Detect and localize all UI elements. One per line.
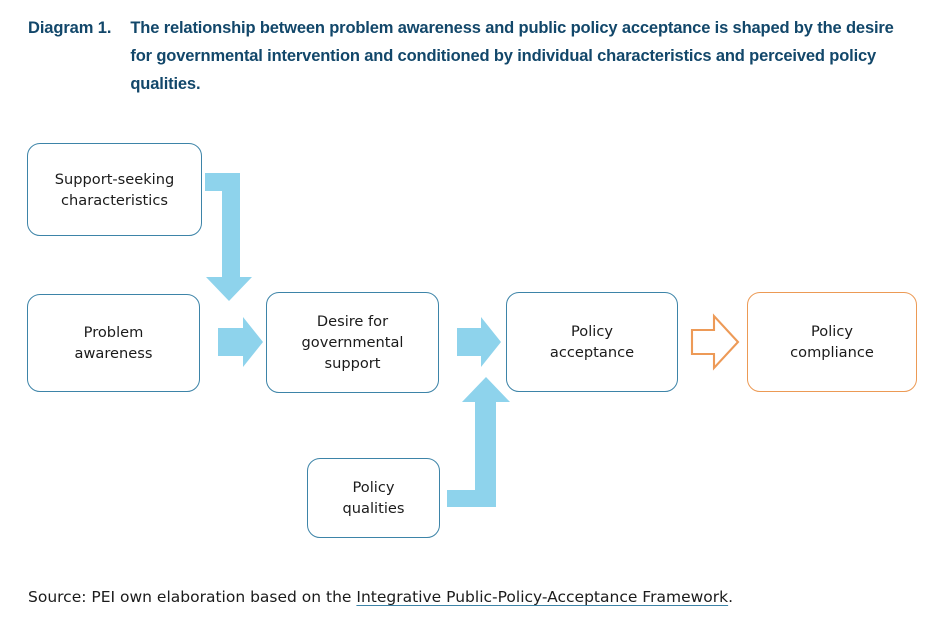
node-policy-qualities[interactable]: Policy qualities bbox=[307, 458, 440, 538]
source-note: Source: PEI own elaboration based on the… bbox=[28, 588, 733, 606]
node-policy-acceptance[interactable]: Policy acceptance bbox=[506, 292, 678, 392]
connector-desire-to-acceptance bbox=[457, 317, 501, 367]
connector-policy-qualities-to-acceptance bbox=[447, 377, 510, 507]
node-desire-for-governmental-support[interactable]: Desire for governmental support bbox=[266, 292, 439, 393]
diagram-title: Diagram 1. The relationship between prob… bbox=[28, 14, 928, 98]
source-suffix: . bbox=[728, 588, 734, 606]
diagram-title-text: The relationship between problem awarene… bbox=[130, 19, 894, 93]
node-support-seeking-characteristics[interactable]: Support-seeking characteristics bbox=[27, 143, 202, 236]
source-prefix: Source: PEI own elaboration based on the bbox=[28, 588, 357, 606]
source-link[interactable]: Integrative Public-Policy-Acceptance Fra… bbox=[356, 588, 729, 606]
connector-acceptance-to-compliance bbox=[690, 313, 740, 371]
connector-problem-awareness-to-desire bbox=[218, 317, 263, 367]
node-policy-compliance[interactable]: Policy compliance bbox=[747, 292, 917, 392]
node-problem-awareness[interactable]: Problem awareness bbox=[27, 294, 200, 392]
connector-support-seeking-to-desire bbox=[205, 173, 252, 301]
diagram-number-label: Diagram 1. bbox=[28, 19, 112, 37]
